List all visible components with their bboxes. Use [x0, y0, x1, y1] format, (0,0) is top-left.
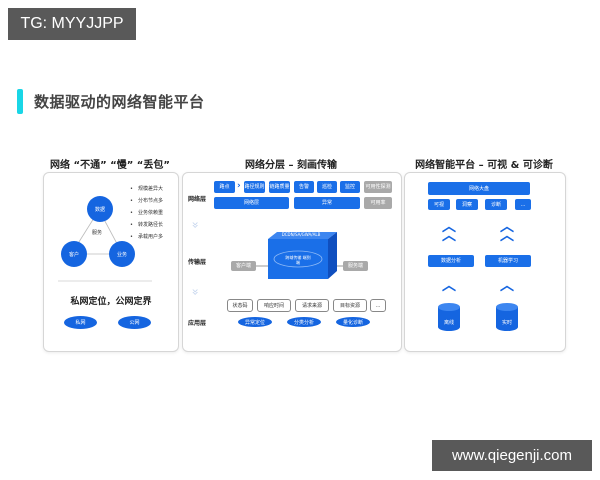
tag-path-rule: 路径规则: [244, 181, 265, 193]
triangle-center-label: 服务: [92, 230, 103, 236]
tag-insight: 洞察: [456, 199, 478, 210]
tag-inspection: 巡检: [317, 181, 337, 193]
page-title: 数据驱动的网络智能平台: [34, 93, 205, 111]
middle-section-title: 网络分层 – 刻画传输: [245, 160, 337, 171]
oval-public-net: 公网: [118, 316, 151, 329]
client-side-tag: 客户端: [231, 261, 256, 271]
oval-anomaly-locate: 异常定位: [238, 317, 272, 327]
chevron-up-icon: ︿: [500, 278, 514, 294]
network-dashboard-bar: 网络大盘: [428, 182, 530, 195]
right-section-title: 网络智能平台 – 可视 & 可诊断: [415, 160, 553, 171]
node-business: 业务: [109, 241, 135, 267]
application-layer-label: 应用层: [188, 320, 207, 327]
tag-diagnose: 诊断: [485, 199, 507, 210]
bar-network-layer: 网络层: [214, 197, 289, 209]
cube-top-label: DCDN/SA/GWA/ALB: [281, 232, 321, 237]
double-chevron-up-icon: ︿︿: [442, 219, 456, 244]
left-subtitle: 私网定位，公网定界: [70, 297, 152, 307]
tag-availability-probe: 可用性探测: [364, 181, 392, 193]
tag-alert: 告警: [294, 181, 314, 193]
transport-cube-graphic: [256, 232, 343, 279]
database-offline-icon: [438, 303, 460, 331]
box-more: ...: [370, 299, 386, 312]
oval-private-net: 私网: [64, 316, 97, 329]
middle-panel: 网络层 路点 › 路径规则 链路质量 告警 巡检 监控 可用性探测 网络层 异常…: [182, 172, 402, 352]
cube-center-label: 跨域传输 端到端: [285, 255, 311, 265]
double-chevron-up-icon: ︿︿: [500, 219, 514, 244]
chevron-right-icon: ›: [237, 181, 241, 191]
box-request-source: 请求来源: [295, 299, 329, 312]
box-status-code: 状态码: [227, 299, 253, 312]
box-target-resource: 目标资源: [333, 299, 367, 312]
tag-link-quality: 链路质量: [269, 181, 290, 193]
watermark-bottom-right: www.qiegenji.com: [432, 440, 592, 471]
server-side-tag: 服务端: [343, 261, 368, 271]
tag-more: ...: [515, 199, 531, 210]
database-realtime-label: 实时: [501, 320, 512, 326]
machine-learning-bar: 机器学习: [485, 255, 531, 267]
database-offline-label: 离线: [443, 320, 454, 326]
chevron-up-icon: ︿: [442, 278, 456, 294]
watermark-top-left: TG: MYYJJPP: [8, 8, 136, 40]
bar-availability-rate: 可用率: [364, 197, 392, 209]
database-realtime-icon: [496, 303, 518, 331]
network-layer-label: 网络层: [188, 196, 207, 203]
transport-layer-label: 传输层: [188, 259, 207, 266]
tag-visualize: 可视: [428, 199, 450, 210]
oval-classify: 分类分析: [287, 317, 321, 327]
bullet-item: 规模差异大: [130, 185, 163, 192]
left-section-title: 网络 “不通” “慢” “丢包”: [50, 160, 170, 171]
bullet-item: 转发路径长: [130, 221, 163, 228]
right-panel: 网络大盘 可视 洞察 诊断 ... ︿︿ ︿︿ 数据分析 机器学习 ︿ ︿ 离线…: [404, 172, 566, 352]
node-data: 数据: [87, 196, 113, 222]
bullet-item: 业务依赖重: [130, 209, 163, 216]
title-accent-bar: [17, 89, 23, 114]
tag-monitor: 监控: [340, 181, 360, 193]
oval-quantify: 量化诊断: [336, 317, 370, 327]
node-customer: 客户: [61, 241, 87, 267]
box-response-time: 响应时间: [257, 299, 291, 312]
bar-anomaly: 异常: [294, 197, 360, 209]
tag-waypoint: 路点: [214, 181, 235, 193]
bullet-item: 分布节点多: [130, 197, 163, 204]
left-panel: 数据 客户 业务 服务 规模差异大 分布节点多 业务依赖重 转发路径长 承载用户…: [43, 172, 179, 352]
bullet-item: 承载用户多: [130, 233, 163, 240]
data-analysis-bar: 数据分析: [428, 255, 474, 267]
